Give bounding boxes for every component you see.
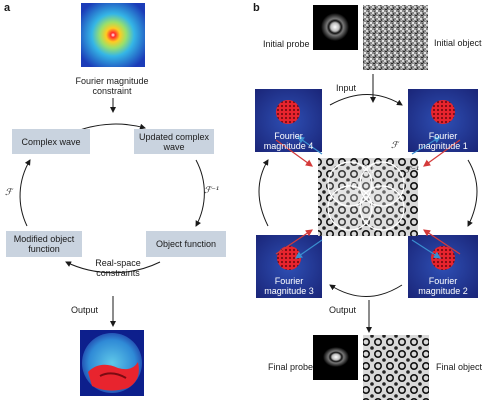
diffraction-pattern-image bbox=[81, 3, 145, 67]
inverse-fourier-symbol-a: ℱ⁻¹ bbox=[204, 186, 220, 196]
final-probe-label: Final probe bbox=[268, 362, 314, 372]
fourier-symbol-a: ℱ bbox=[5, 188, 13, 198]
initial-object-image bbox=[363, 5, 428, 70]
output-label-b: Output bbox=[329, 305, 357, 315]
final-object-label: Final object bbox=[436, 362, 483, 372]
updated-complex-wave-label: Updated complex wave bbox=[138, 131, 210, 152]
object-function-label: Object function bbox=[155, 239, 217, 249]
initial-object-label: Initial object bbox=[434, 38, 482, 48]
fourier-magnitude-1-panel bbox=[408, 89, 478, 152]
fourier-magnitude-constraint-label: Fourier magnitude constraint bbox=[75, 76, 149, 96]
fourier-magnitude-1-label: Fourier magnitude 1 bbox=[418, 131, 468, 151]
cycle-arrow-top bbox=[79, 123, 146, 131]
panel-a-label: a bbox=[4, 2, 11, 14]
modified-object-function-box: Modified object function bbox=[6, 231, 82, 257]
input-label: Input bbox=[336, 83, 357, 93]
fourier-magnitude-4-label: Fourier magnitude 4 bbox=[263, 131, 314, 151]
fourier-magnitude-3-label: Fourier magnitude 3 bbox=[264, 276, 314, 296]
object-function-box: Object function bbox=[146, 231, 226, 257]
updated-complex-wave-box: Updated complex wave bbox=[134, 129, 214, 154]
orj-label: Orj bbox=[362, 163, 374, 173]
panel-b-label: b bbox=[253, 2, 260, 14]
cycle-arrow-bottom bbox=[65, 261, 161, 274]
modified-object-function-label: Modified object function bbox=[13, 234, 75, 254]
cycle-arrow-right bbox=[195, 159, 205, 227]
initial-probe-label: Initial probe bbox=[263, 39, 310, 49]
fourier-magnitude-2-panel bbox=[408, 235, 478, 298]
real-space-constraints-label: Real-space constraints bbox=[95, 258, 141, 278]
final-object-image bbox=[363, 335, 429, 400]
fourier-symbol-b: ℱ bbox=[391, 141, 399, 151]
inverse-fourier-symbol-b: ℱ⁻¹ bbox=[404, 166, 420, 176]
complex-wave-label: Complex wave bbox=[21, 136, 81, 147]
complex-wave-box: Complex wave bbox=[12, 129, 90, 154]
cycle-arrow-left bbox=[19, 159, 31, 227]
fourier-magnitude-2-label: Fourier magnitude 2 bbox=[418, 276, 468, 296]
prj-label: Prj bbox=[346, 180, 357, 190]
fourier-magnitude-4-panel bbox=[255, 89, 322, 152]
output-label-a: Output bbox=[71, 305, 99, 315]
